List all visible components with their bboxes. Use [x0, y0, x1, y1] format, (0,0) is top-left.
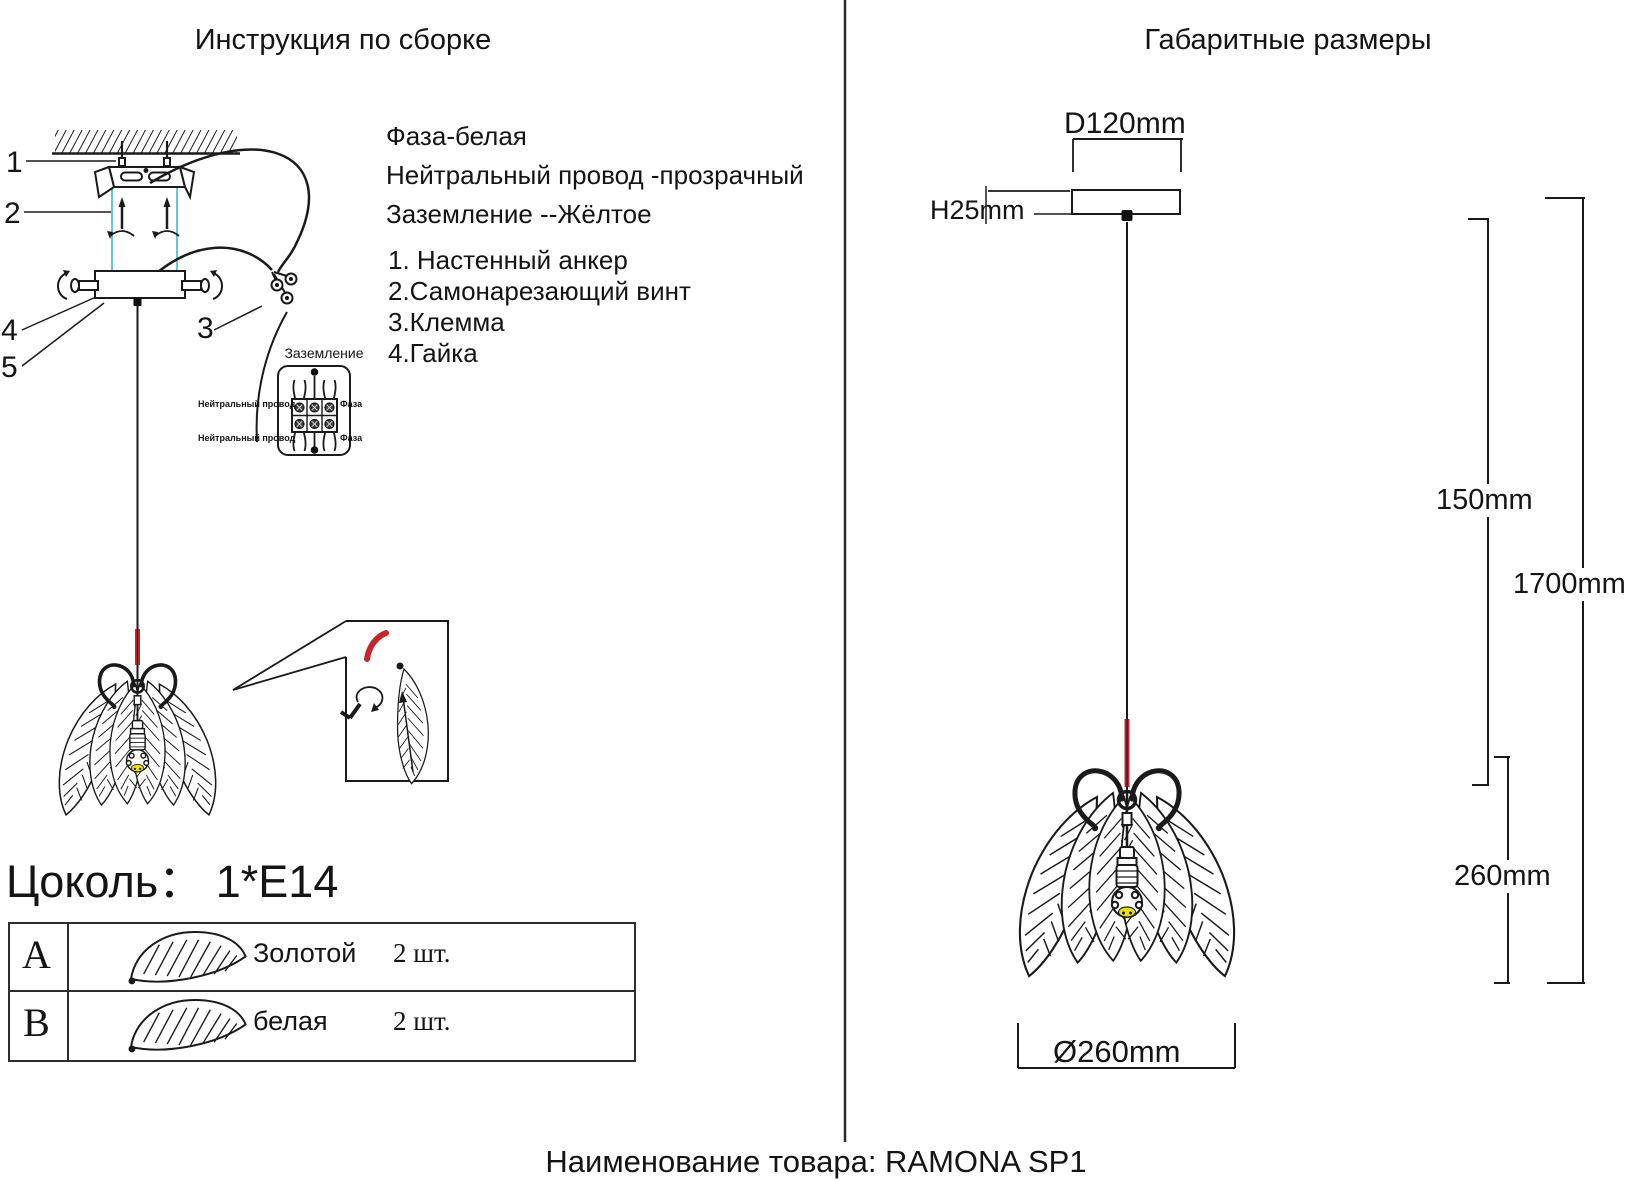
parts-item-clamp: 3.Клемма	[388, 307, 505, 337]
ground-neutral-label-top: Нейтральный провод	[198, 399, 296, 409]
parts-item-screw: 2.Самонарезающий винт	[388, 276, 691, 306]
footer-product-name: Наименование товара: RAMONA SP1	[545, 1144, 1087, 1179]
callout-number-1: 1	[6, 146, 23, 179]
dim-150-label: 150mm	[1433, 484, 1536, 518]
ground-terminal-box	[255, 311, 351, 456]
callout-number-4: 4	[1, 314, 18, 347]
table-row-qty-a: 2 шт.	[393, 938, 451, 968]
socket-type-label: Цоколь： 1*E14	[6, 856, 339, 907]
terminal-connector	[270, 271, 298, 305]
leaf-lamp-left	[47, 665, 229, 820]
mounting-bracket	[93, 165, 196, 201]
dim-1700-label: 1700mm	[1510, 568, 1629, 602]
terminal-screws	[294, 402, 335, 430]
table-row-color-a: Золотой	[253, 938, 357, 968]
callout-leader-lines	[21, 160, 263, 367]
terminal-wires	[292, 376, 337, 452]
finish-table	[8, 922, 636, 1062]
dim-h25	[985, 186, 1072, 224]
dim-h25-label: H25mm	[930, 195, 1025, 225]
dim-dia260-label: Ø260mm	[1053, 1034, 1181, 1069]
screws	[107, 197, 180, 239]
table-column-divider	[67, 924, 69, 1060]
wiring-phase-label: Фаза-белая	[386, 121, 527, 151]
right-panel-title: Габаритные размеры	[1144, 24, 1432, 56]
dim-d120	[1072, 138, 1183, 172]
ground-neutral-label-bottom: Нейтральный провод	[198, 433, 296, 443]
wiring-neutral-label: Нейтральный провод -прозрачный	[386, 160, 804, 190]
dim-260-label: 260mm	[1451, 860, 1554, 894]
ground-phase-label-bottom: Фаза	[340, 433, 363, 443]
table-row-divider	[10, 990, 634, 992]
table-row-color-b: белая	[253, 1006, 328, 1036]
ground-phase-label-top: Фаза	[340, 399, 363, 409]
wiring-ground-label: Заземление --Жёлтое	[386, 199, 652, 229]
callout-detail-box	[232, 620, 449, 785]
table-row-key-b: B	[23, 1000, 50, 1045]
callout-number-2: 2	[4, 197, 21, 230]
parts-item-anchor: 1. Настенный анкер	[388, 245, 628, 275]
canopy-right	[1071, 189, 1181, 221]
canopy-plate	[57, 270, 223, 306]
table-row-qty-b: 2 шт.	[393, 1006, 451, 1036]
ceiling-hatch	[52, 130, 240, 155]
table-row-key-a: A	[22, 932, 51, 977]
dim-d120-label: D120mm	[1064, 107, 1186, 140]
leaf-lamp-right	[1002, 771, 1251, 983]
parts-item-nut: 4.Гайка	[388, 338, 478, 368]
ground-box-title: Заземление	[284, 345, 364, 361]
callout-number-5: 5	[1, 351, 18, 384]
dim-diameter-260	[1017, 1023, 1236, 1069]
callout-number-3: 3	[197, 312, 214, 345]
left-panel-title: Инструкция по сборке	[194, 24, 492, 56]
